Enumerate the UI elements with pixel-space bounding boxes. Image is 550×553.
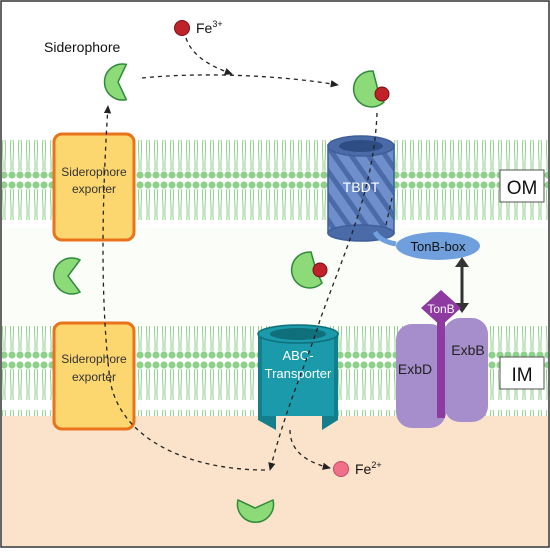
tonb-box <box>396 232 480 260</box>
exporter-inner-label-2: exporter <box>72 370 116 384</box>
siderophore-cytoplasm <box>236 498 275 523</box>
abc-transporter: ABC- Transporter <box>257 324 339 430</box>
siderophore-label: Siderophore <box>44 39 120 55</box>
exb-complex: TonB ExbD ExbB <box>396 290 488 428</box>
tonb-box-label: TonB-box <box>411 239 466 254</box>
tbdt-label: TBDT <box>343 179 380 195</box>
exporter-outer-label-1: Siderophore <box>61 165 127 179</box>
om-label-box <box>499 169 545 203</box>
abc-label-2: Transporter <box>265 366 332 381</box>
siderophore-free-top <box>103 63 128 101</box>
arrow-siderophore-to-receptor <box>141 74 339 88</box>
om-label: OM <box>507 178 538 199</box>
exporter-inner-label-1: Siderophore <box>61 352 127 366</box>
abc-label-1: ABC- <box>282 348 313 363</box>
siderophore-loaded-periplasm <box>290 251 323 289</box>
pathway-arrows <box>102 37 393 471</box>
cytoplasm <box>2 416 548 546</box>
siderophore-exporter-outer: Siderophore exporter <box>52 132 136 242</box>
fe3-bound-outside <box>374 86 390 102</box>
exbb-label: ExbB <box>451 342 484 358</box>
siderophore-periplasm <box>53 257 82 295</box>
tonb-arrow-head-down <box>455 303 469 313</box>
arrow-recycle-exporter <box>102 105 266 471</box>
im-label-box <box>499 356 545 390</box>
fe3-bound-periplasm <box>312 262 328 278</box>
im-label: IM <box>511 365 532 386</box>
exporter-outer-label-2: exporter <box>72 182 116 196</box>
tonb-label: TonB <box>427 302 454 316</box>
fe2-label: Fe2+ <box>355 460 382 477</box>
fe3-label: Fe3+ <box>196 19 223 36</box>
tonb-box-linker <box>372 230 397 247</box>
tonb-anchor <box>437 322 445 418</box>
tonb-domain <box>421 290 461 326</box>
tbdt-transporter: TBDT <box>327 135 395 242</box>
arrow-fe2-release <box>289 429 331 470</box>
exbd-label: ExbD <box>398 361 432 377</box>
tonb-arrow-head-up <box>455 257 469 267</box>
fe2-ion <box>333 461 349 477</box>
siderophore-exporter-inner: Siderophore exporter <box>52 321 136 431</box>
fe3-ion <box>174 20 190 36</box>
